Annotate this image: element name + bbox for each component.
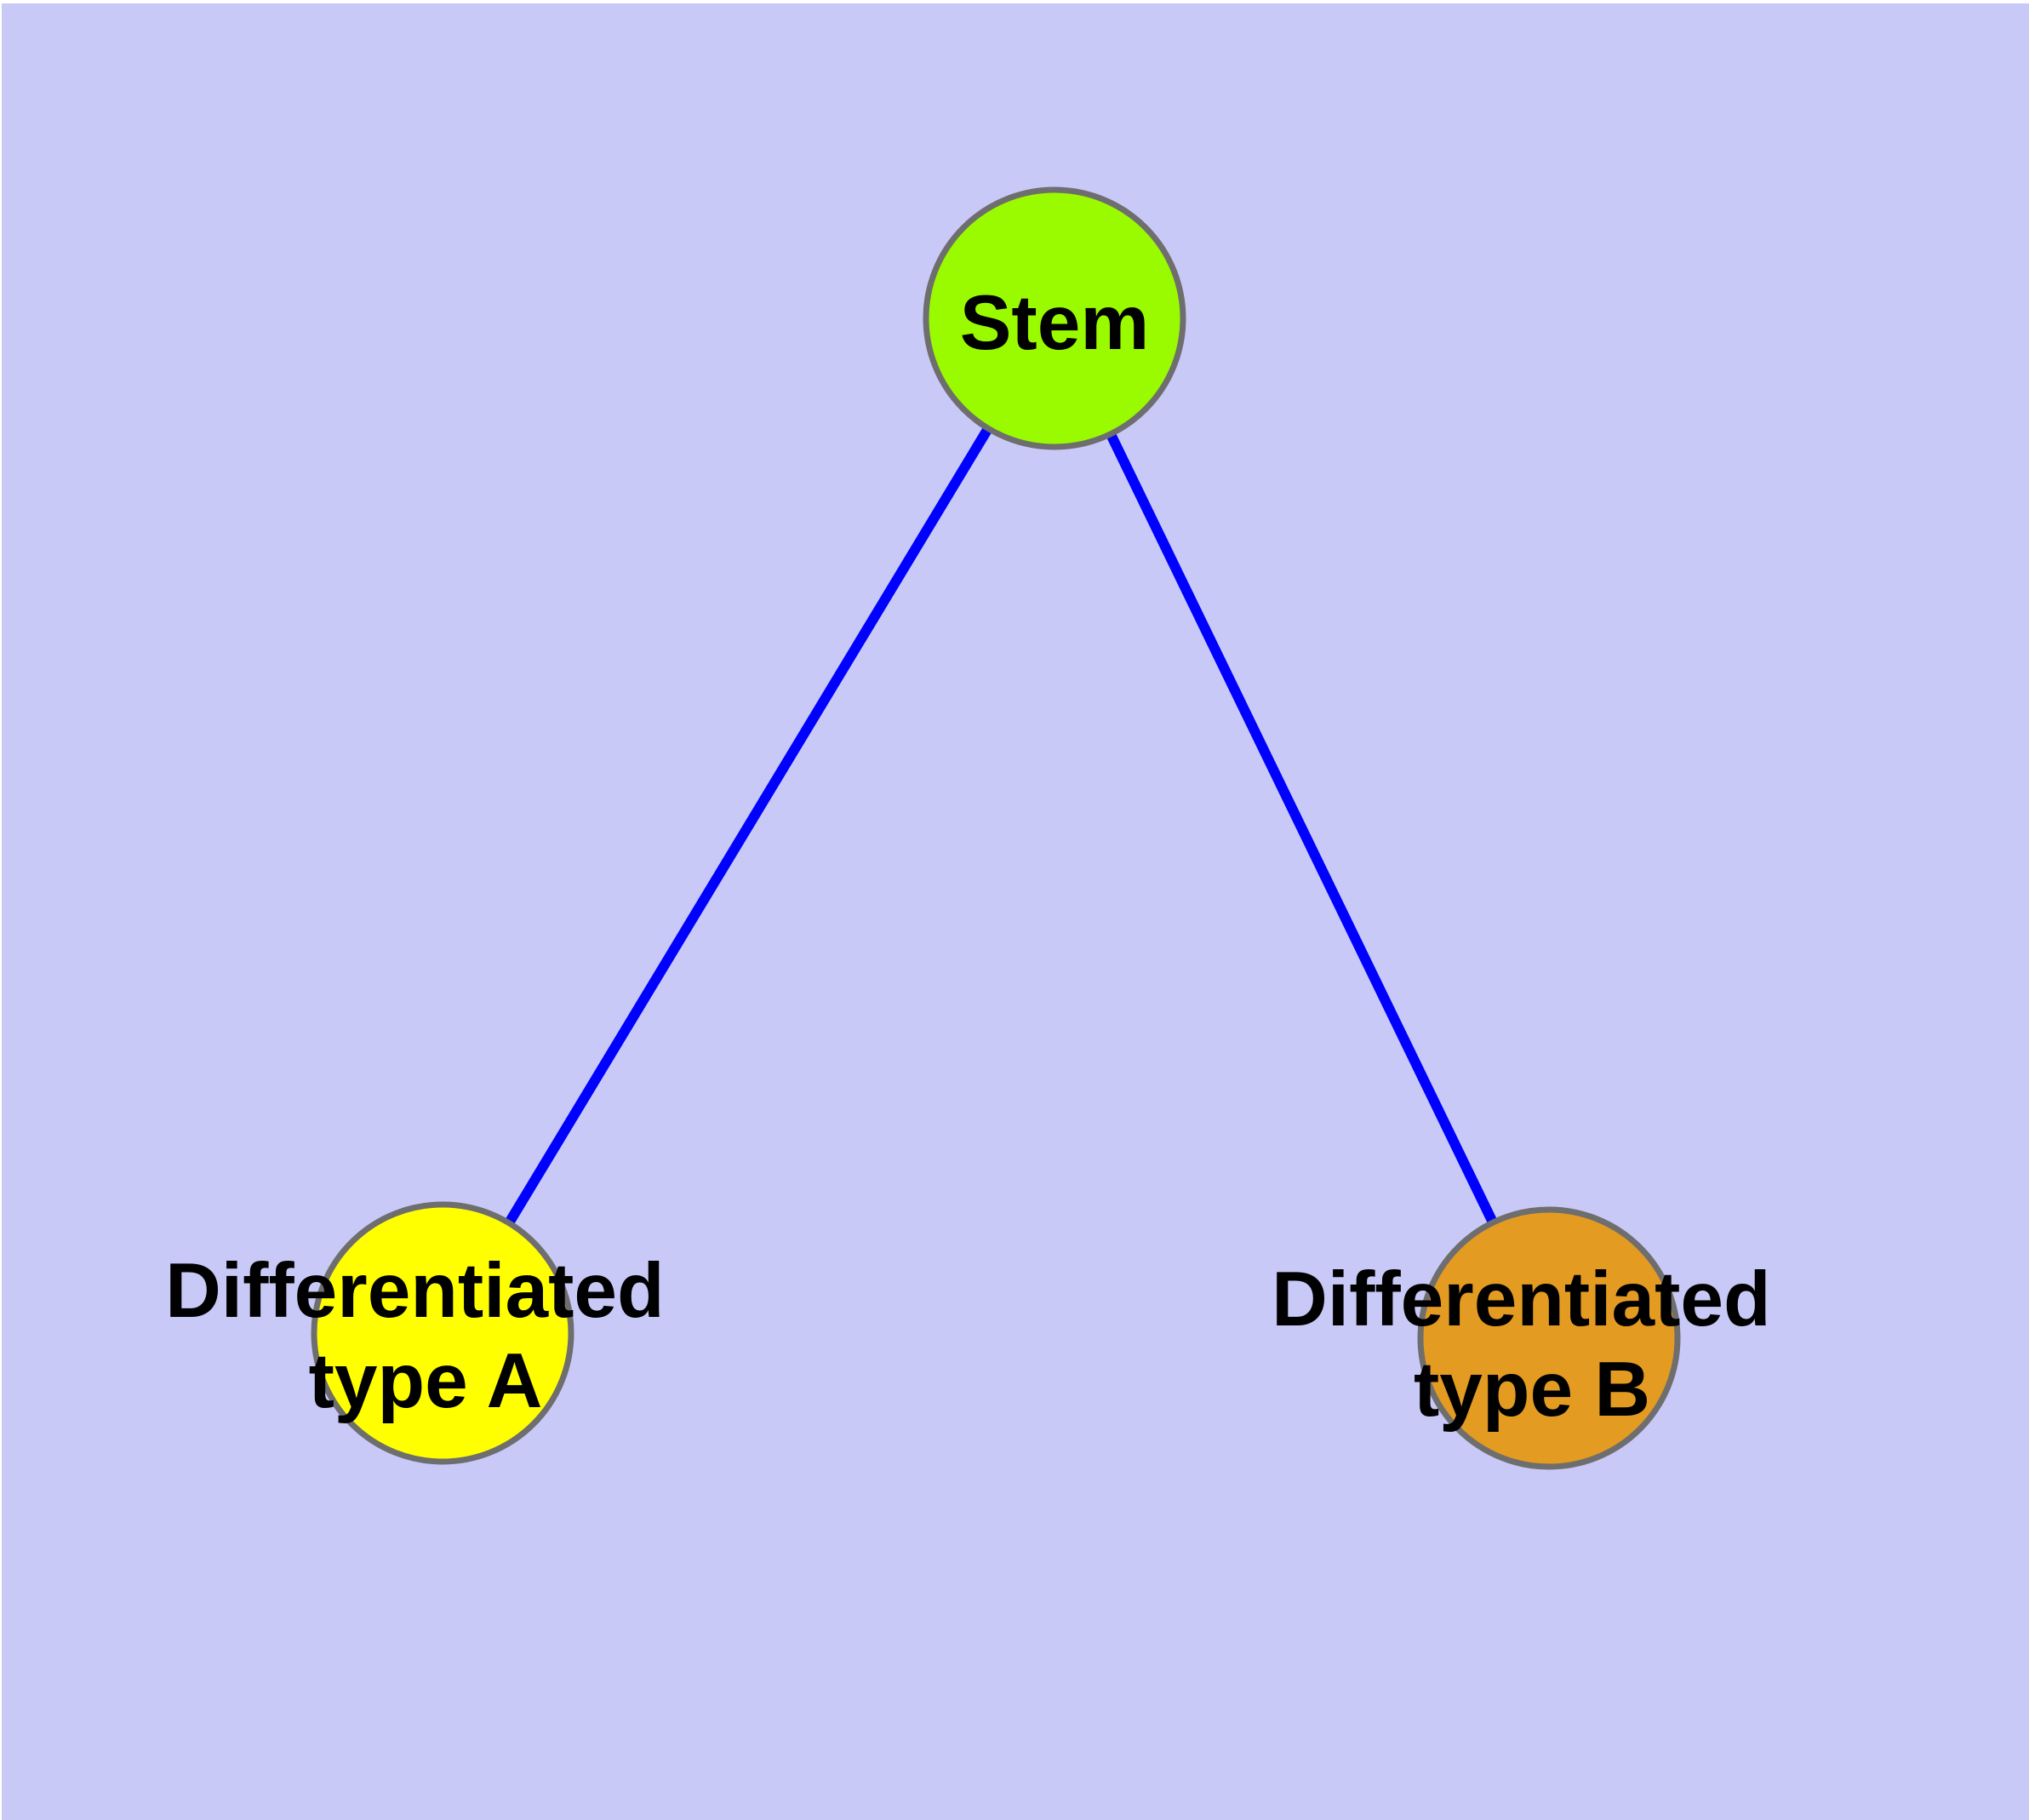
node-type-a-label: Differentiated type A bbox=[165, 1248, 686, 1424]
node-type-b-label-line2: type B bbox=[1414, 1347, 1650, 1433]
node-type-b-label-line1: Differentiated bbox=[1272, 1256, 1771, 1342]
node-type-a-label-line2: type A bbox=[309, 1338, 543, 1424]
node-type-a-label-line1: Differentiated bbox=[165, 1248, 665, 1334]
edge-stem-to-type-a bbox=[437, 315, 1060, 1336]
node-stem-circle bbox=[923, 186, 1186, 450]
node-type-a-circle bbox=[311, 1201, 574, 1465]
node-type-b-label: Differentiated type B bbox=[1272, 1256, 1792, 1433]
node-stem-label: Stem bbox=[960, 280, 1150, 366]
node-type-b-circle bbox=[1417, 1206, 1681, 1470]
edge-stem-to-type-b bbox=[1049, 316, 1554, 1341]
